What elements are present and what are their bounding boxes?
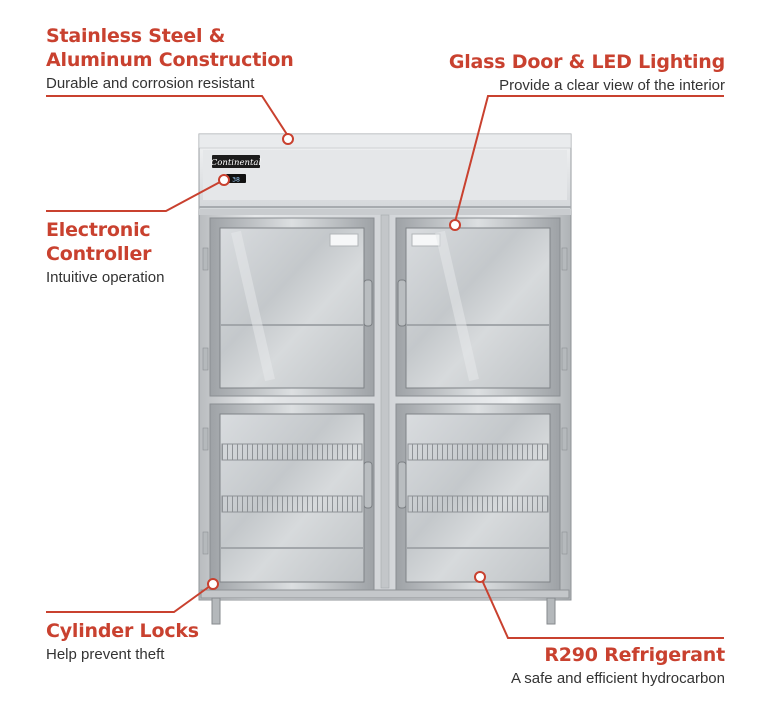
callout-glass-door: Glass Door & LED Lighting Provide a clea… <box>449 50 725 96</box>
callout-title: R290 Refrigerant <box>544 644 725 666</box>
upper-left-door <box>209 217 375 397</box>
upper-right-door <box>395 217 561 397</box>
brand-logo-text: Continental <box>211 158 262 168</box>
cabinet-base <box>200 589 570 599</box>
callout-title: Stainless Steel & Aluminum Construction <box>46 25 294 71</box>
callout-r290-refrigerant: R290 Refrigerant A safe and efficient hy… <box>511 643 725 689</box>
callout-subtitle: Help prevent theft <box>46 646 165 663</box>
callout-leaders <box>46 95 724 639</box>
lower-right-door <box>395 403 561 591</box>
leg-right <box>546 597 556 625</box>
callout-title: Cylinder Locks <box>46 620 199 642</box>
callout-electronic-controller: Electronic Controller Intuitive operatio… <box>46 218 164 288</box>
callout-subtitle: Intuitive operation <box>46 269 165 286</box>
callout-subtitle: Durable and corrosion resistant <box>46 75 255 92</box>
callout-stainless-steel: Stainless Steel & Aluminum Construction … <box>46 24 294 94</box>
leg-left <box>211 597 221 625</box>
lower-left-door <box>209 403 375 591</box>
controller-reading: 38 <box>232 176 240 184</box>
callout-subtitle: A safe and efficient hydrocarbon <box>510 670 725 687</box>
callout-cylinder-locks: Cylinder Locks Help prevent theft <box>46 619 199 665</box>
controller-display <box>226 174 246 183</box>
center-mullion <box>380 214 390 589</box>
brand-plate <box>212 155 260 168</box>
hinges <box>202 247 568 555</box>
callout-subtitle: Provide a clear view of the interior <box>499 77 725 94</box>
callout-title: Electronic Controller <box>46 219 152 265</box>
callout-title: Glass Door & LED Lighting <box>448 51 725 73</box>
